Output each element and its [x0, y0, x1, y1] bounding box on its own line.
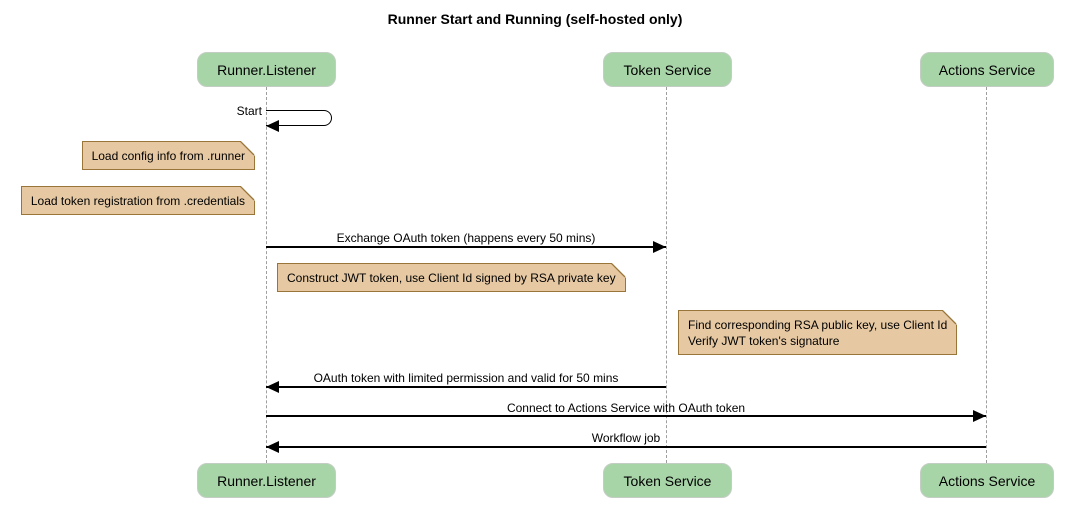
participant-actions-service-bottom: Actions Service — [920, 463, 1054, 498]
lifeline-token-service — [666, 87, 667, 463]
participant-label: Runner.Listener — [217, 472, 316, 489]
lifeline-runner-listener — [266, 87, 267, 463]
arrowhead-left-icon — [266, 441, 279, 453]
note-construct-jwt: Construct JWT token, use Client Id signe… — [277, 263, 626, 292]
participant-label: Token Service — [623, 472, 712, 489]
message-oauth-return-line — [266, 386, 666, 388]
note-text: Construct JWT token, use Client Id signe… — [287, 271, 616, 285]
participant-runner-listener-top: Runner.Listener — [197, 52, 336, 87]
participant-label: Token Service — [623, 61, 712, 78]
participant-actions-service-top: Actions Service — [920, 52, 1054, 87]
message-connect-actions-label: Connect to Actions Service with OAuth to… — [506, 401, 746, 415]
message-workflow-job-label: Workflow job — [591, 431, 661, 445]
note-fold-icon — [610, 263, 626, 278]
participant-runner-listener-bottom: Runner.Listener — [197, 463, 336, 498]
note-verify-jwt: Find corresponding RSA public key, use C… — [678, 310, 958, 355]
participant-token-service-bottom: Token Service — [603, 463, 732, 498]
arrowhead-right-icon — [653, 241, 666, 253]
diagram-title: Runner Start and Running (self-hosted on… — [387, 11, 683, 27]
note-text: Load token registration from .credential… — [30, 194, 245, 208]
note-load-token-registration: Load token registration from .credential… — [20, 186, 255, 215]
lifeline-actions-service — [986, 87, 987, 463]
message-exchange-oauth-label: Exchange OAuth token (happens every 50 m… — [336, 231, 596, 245]
arrowhead-left-icon — [266, 120, 279, 132]
arrowhead-left-icon — [266, 381, 279, 393]
message-workflow-job-line — [266, 446, 986, 448]
message-oauth-return-label: OAuth token with limited permission and … — [313, 371, 619, 385]
note-fold-icon — [942, 310, 958, 325]
participant-label: Actions Service — [938, 472, 1036, 489]
participant-label: Runner.Listener — [217, 61, 316, 78]
message-exchange-oauth-line — [266, 246, 666, 248]
note-load-config: Load config info from .runner — [81, 141, 255, 170]
message-start-label: Start — [236, 104, 262, 118]
note-fold-icon — [240, 141, 255, 156]
message-connect-actions-line — [266, 415, 986, 417]
note-text-line1: Find corresponding RSA public key, use C… — [688, 318, 948, 332]
note-text-line2: Verify JWT token's signature — [688, 334, 840, 348]
message-start-self-loop — [266, 110, 332, 126]
note-text: Load config info from .runner — [91, 149, 245, 163]
participant-token-service-top: Token Service — [603, 52, 732, 87]
arrowhead-right-icon — [973, 410, 986, 422]
participant-label: Actions Service — [938, 61, 1036, 78]
note-fold-icon — [240, 186, 255, 201]
